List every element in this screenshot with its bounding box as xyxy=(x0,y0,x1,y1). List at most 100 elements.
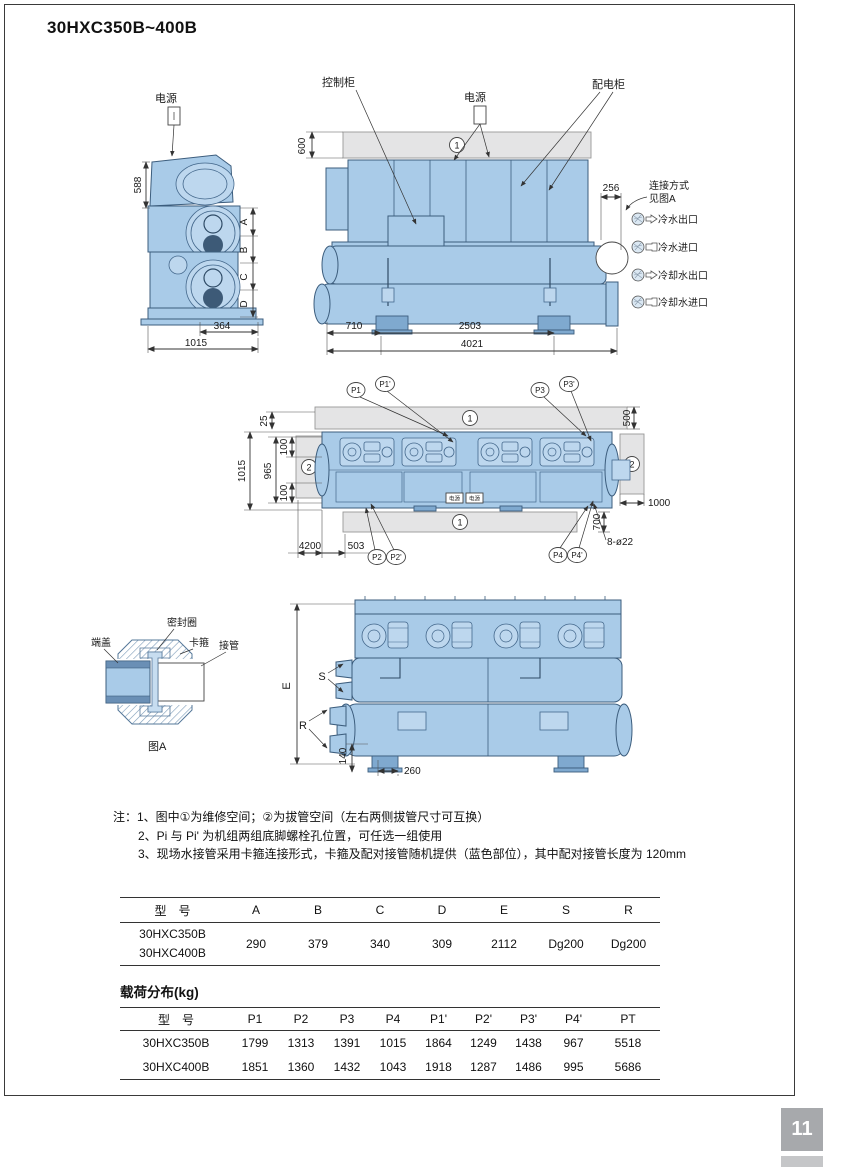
circle-2-left: 2 xyxy=(306,463,311,473)
power-connector-icon xyxy=(473,105,487,125)
table-cell: Dg200 xyxy=(548,937,584,951)
table-cell: 1486 xyxy=(515,1060,542,1074)
bolt-hole-note: 8-ø22 xyxy=(607,537,634,548)
table-cell: 1043 xyxy=(379,1060,407,1074)
table-cell: 309 xyxy=(431,937,453,951)
page-border xyxy=(4,4,795,1096)
table-cell: 2112 xyxy=(491,937,517,951)
table-header: C xyxy=(349,897,411,923)
dim-4021: 4021 xyxy=(461,339,484,350)
cooling-water-outlet-icon xyxy=(631,268,658,282)
dim-1000: 1000 xyxy=(648,498,671,509)
dim-364: 364 xyxy=(214,321,231,332)
connection-flange xyxy=(595,241,629,275)
label-s: S xyxy=(318,671,325,683)
distribution-cabinet-label: 配电柜 xyxy=(592,78,625,91)
table-cell: 1438 xyxy=(515,1036,542,1050)
end-cap-strip xyxy=(105,660,151,669)
circle-2-right: 2 xyxy=(629,460,634,470)
table-header: P1' xyxy=(416,1007,461,1031)
port-label: 冷却水出口 xyxy=(658,269,708,282)
table-cell: 5686 xyxy=(614,1060,642,1074)
dim-700: 700 xyxy=(592,513,603,530)
p4-prime-marker: P4' xyxy=(571,551,583,560)
table-cell: 1015 xyxy=(379,1036,407,1050)
table-cell: 1287 xyxy=(470,1060,497,1074)
dim-4200: 4200 xyxy=(299,541,322,552)
p1-prime-marker: P1' xyxy=(379,380,391,389)
table-cell: 1360 xyxy=(287,1060,315,1074)
p3-prime-marker: P3' xyxy=(563,380,575,389)
table-row: 30HXC400B 1851 1360 1432 1043 1918 1287 … xyxy=(120,1055,660,1080)
table-header: PT xyxy=(596,1007,660,1031)
p1-marker: P1 xyxy=(351,386,361,395)
table-cell: 379 xyxy=(307,937,329,951)
dim-710: 710 xyxy=(346,321,363,332)
dim-600: 600 xyxy=(297,137,308,154)
table-cell: 5518 xyxy=(614,1036,642,1050)
top-view: 1 1 2 2 xyxy=(237,376,671,565)
dim-2503: 2503 xyxy=(459,321,482,332)
table-cell: Dg200 xyxy=(610,937,647,951)
table-cell: 1432 xyxy=(333,1060,361,1074)
table-header: 型 号 xyxy=(120,1007,232,1031)
port-label: 冷水出口 xyxy=(658,213,698,226)
dim-965: 965 xyxy=(263,462,274,479)
dim-a: A xyxy=(239,218,250,225)
dim-1015-top: 1015 xyxy=(237,459,248,482)
table-header: 型 号 xyxy=(120,897,225,923)
table-header: P2 xyxy=(278,1007,324,1031)
dim-100-bottom: 100 xyxy=(279,484,290,501)
note-line: 2、Pi 与 Pi' 为机组两组底脚螺栓孔位置，可任选一组使用 xyxy=(138,828,443,843)
power-box-label: 电源 xyxy=(449,495,461,503)
model-name: 30HXC400B xyxy=(142,1060,210,1074)
table-header: P2' xyxy=(461,1007,506,1031)
power-label-left: 电源 xyxy=(155,91,177,105)
dim-140: 140 xyxy=(338,747,349,764)
table-cell: 967 xyxy=(563,1036,584,1050)
dim-500: 500 xyxy=(622,409,633,426)
table-header: R xyxy=(597,897,660,923)
abcd-dims: A B C D xyxy=(239,207,258,318)
foot xyxy=(375,315,409,331)
port-label: 冷却水进口 xyxy=(658,296,708,309)
control-cabinet-label: 控制柜 xyxy=(322,75,355,89)
table-header: S xyxy=(535,897,597,923)
table-header: E xyxy=(473,897,535,923)
table-header-row: 型 号 A B C D E S R xyxy=(120,897,660,923)
table-header: P4 xyxy=(370,1007,416,1031)
table-header-row: 型 号 P1 P2 P3 P4 P1' P2' P3' P4' PT xyxy=(120,1007,660,1031)
dim-256: 256 xyxy=(603,183,620,194)
seal-ring-shape xyxy=(147,651,163,713)
dim-588: 588 xyxy=(133,176,144,193)
power-label-top: 电源 xyxy=(464,90,486,104)
circle-1-top: 1 xyxy=(467,414,472,424)
power-box-label: 电源 xyxy=(469,495,481,503)
page-number-badge: 11 xyxy=(781,1108,823,1151)
cold-water-inlet-icon xyxy=(631,240,658,254)
note-line: 注：1、图中①为维修空间；②为拔管空间（左右两侧拔管尺寸可互换） xyxy=(113,810,490,824)
connection-note-2: 见图A xyxy=(649,193,676,205)
table-header: P4' xyxy=(551,1007,596,1031)
model-name: 30HXC350B xyxy=(139,927,206,941)
detail-a-figure: 端盖 密封圈 卡箍 接管 图A xyxy=(91,616,239,753)
table-header: P3' xyxy=(506,1007,551,1031)
dim-1015-side: 1015 xyxy=(185,338,208,349)
dim-25: 25 xyxy=(259,415,270,427)
model-name: 30HXC400B xyxy=(139,946,206,960)
p3-marker: P3 xyxy=(535,386,545,395)
table-cell: 1864 xyxy=(425,1036,452,1050)
front-and-side-view: 电源 xyxy=(133,75,708,355)
notes: 注：1、图中①为维修空间；②为拔管空间（左右两侧拔管尺寸可互换） 2、Pi 与 … xyxy=(113,808,693,864)
long-side-machine xyxy=(329,596,633,773)
dim-e: E xyxy=(281,682,293,689)
table-cell: 1391 xyxy=(333,1036,361,1050)
figure-a-caption: 图A xyxy=(148,740,167,753)
dim-503: 503 xyxy=(348,541,365,552)
p4-marker: P4 xyxy=(553,551,563,560)
table-cell: 1918 xyxy=(425,1060,452,1074)
circle-1-bottom: 1 xyxy=(457,518,462,528)
page-title: 30HXC350B~400B xyxy=(47,18,198,37)
